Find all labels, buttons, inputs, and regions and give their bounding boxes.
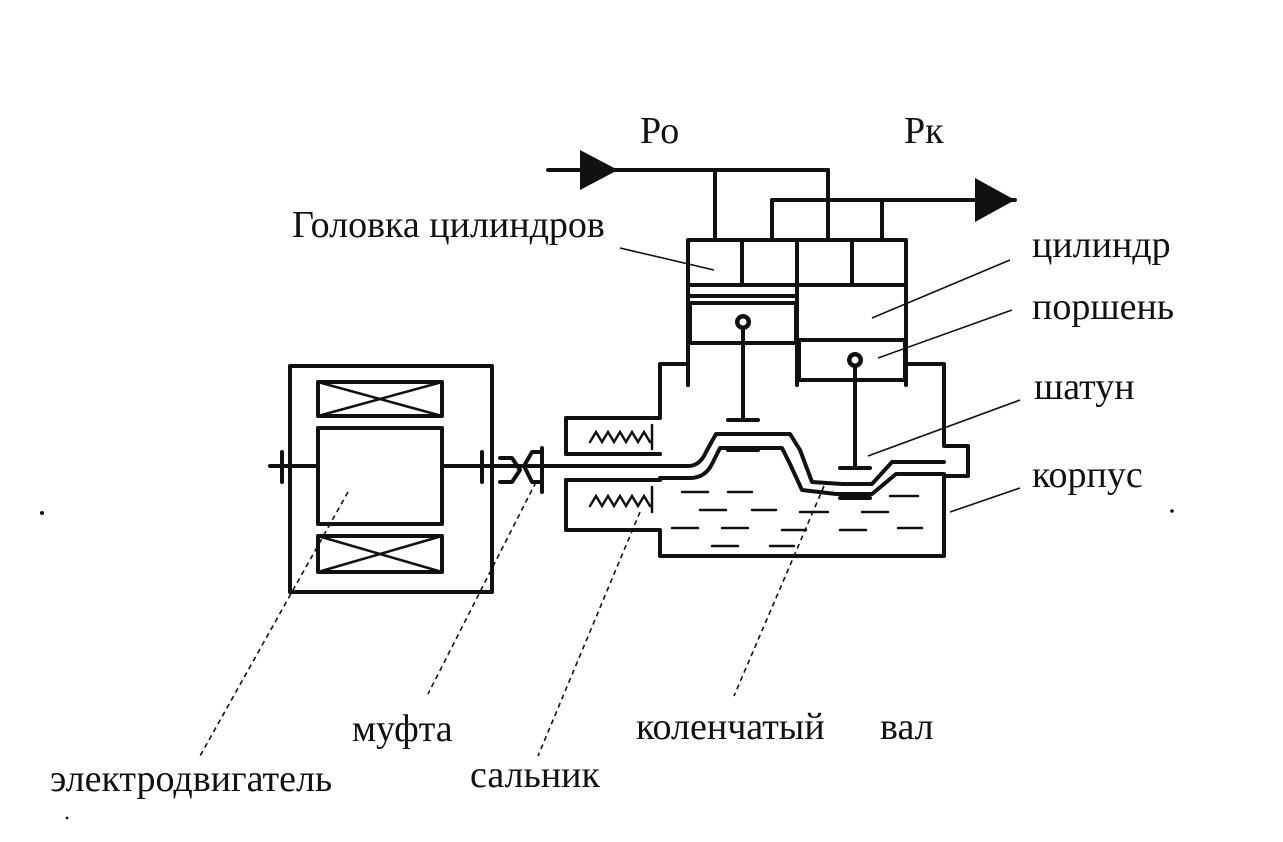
crankshaft bbox=[468, 432, 946, 500]
label-gland: сальник bbox=[470, 754, 600, 796]
label-p-in: Ро bbox=[640, 110, 680, 152]
label-crankshaft-word2: вал bbox=[880, 706, 934, 748]
scan-specks bbox=[40, 509, 1174, 820]
electric-motor bbox=[268, 364, 502, 594]
discharge-line bbox=[770, 178, 1017, 242]
label-cylinder: цилиндр bbox=[1032, 224, 1171, 266]
label-motor: электродвигатель bbox=[50, 758, 333, 800]
gland-springs bbox=[564, 423, 662, 514]
label-connecting-rod: шатун bbox=[1034, 366, 1135, 408]
piston-left bbox=[688, 301, 798, 422]
label-coupling: муфта bbox=[352, 708, 453, 750]
piston-right bbox=[797, 338, 907, 470]
label-piston: поршень bbox=[1032, 286, 1175, 328]
label-p-out: Рк bbox=[904, 110, 944, 152]
label-crankshaft-word1: коленчатый bbox=[636, 706, 825, 748]
label-cylinder-head: Головка цилиндров bbox=[292, 204, 605, 246]
oil-bath bbox=[670, 490, 924, 548]
label-housing: корпус bbox=[1032, 454, 1143, 496]
leader-lines bbox=[199, 247, 1021, 757]
coupling bbox=[498, 446, 544, 494]
